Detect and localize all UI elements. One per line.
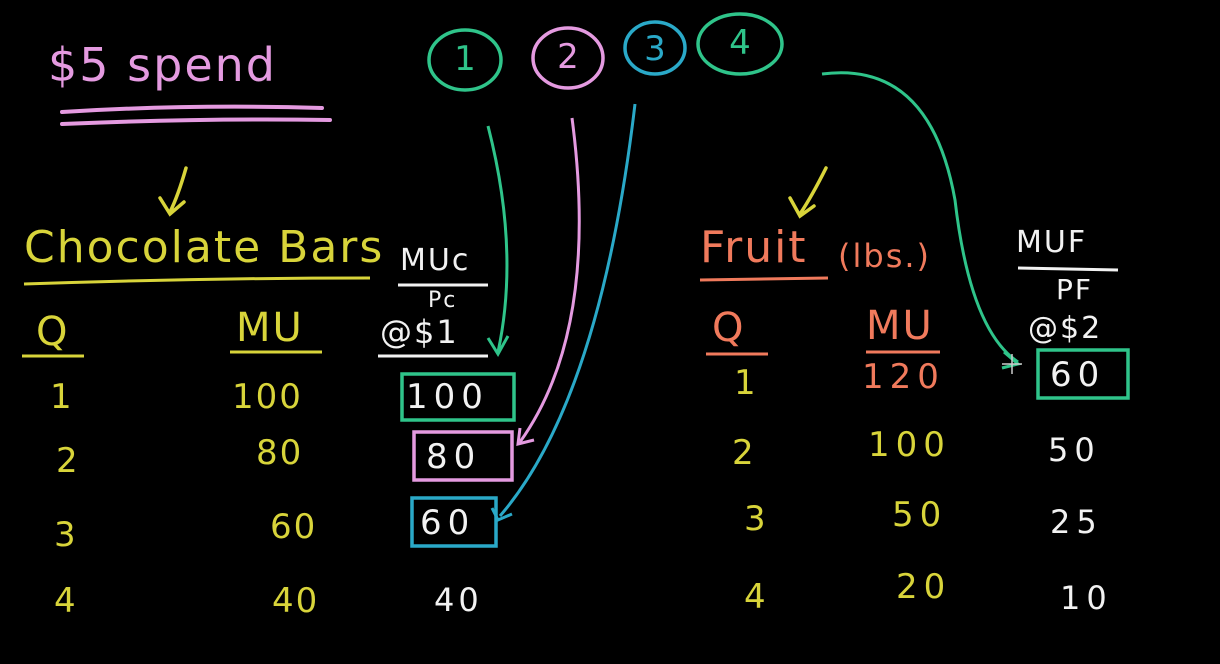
fruit-mu-3: 50 xyxy=(892,495,948,535)
chocolate-underline xyxy=(23,276,371,286)
choc-ratio-4: 40 xyxy=(434,581,483,619)
choc-q-header: Q xyxy=(36,309,70,355)
choc-mu-2: 80 xyxy=(256,433,304,473)
chocolate-heading: Chocolate Bars xyxy=(24,222,385,273)
fruit-mu-2: 100 xyxy=(868,425,951,465)
step-circle-2 xyxy=(531,26,605,90)
fruit-ratio-rule xyxy=(1017,266,1119,272)
fruit-mu-1: 120 xyxy=(862,357,945,397)
title-underline xyxy=(60,104,324,114)
fruit-q-header: Q xyxy=(712,305,746,351)
fruit-heading: Fruit xyxy=(700,222,808,273)
arrow-step-1-head xyxy=(486,335,510,357)
box-choc-80 xyxy=(412,430,514,482)
fruit-q-3: 3 xyxy=(744,499,768,539)
box-choc-100 xyxy=(400,372,516,422)
title-underline-2 xyxy=(60,117,332,126)
choc-mu-1: 100 xyxy=(232,377,303,417)
fruit-mu-header: MU xyxy=(866,303,934,349)
fruit-q-1: 1 xyxy=(734,363,758,403)
choc-q-2: 2 xyxy=(56,441,80,481)
choc-q-1: 1 xyxy=(50,377,74,417)
choc-mu-header: MU xyxy=(236,305,304,351)
choc-mu-4: 40 xyxy=(272,581,320,621)
choc-price: @$1 xyxy=(380,313,459,351)
choc-ratio-2: 80 xyxy=(426,437,482,477)
fruit-unit: (lbs.) xyxy=(838,237,932,275)
arrow-step-4 xyxy=(821,71,1019,364)
fruit-ratio-top: MUF xyxy=(1016,225,1088,260)
choc-q-4: 4 xyxy=(54,581,78,621)
arrow-step-1 xyxy=(486,125,509,353)
choc-mu-3: 60 xyxy=(270,507,318,547)
fruit-q-2: 2 xyxy=(732,433,756,473)
arrow-step-2-head xyxy=(516,427,535,446)
down-arrow-chocolate xyxy=(158,166,188,217)
arrow-step-3-head xyxy=(490,507,513,522)
choc-ratio-bottom: Pc xyxy=(428,288,458,313)
cursor-crosshair xyxy=(1002,354,1022,374)
step-label-2: 2 xyxy=(557,37,579,77)
fruit-mu-4: 20 xyxy=(896,567,952,607)
step-circle-4 xyxy=(696,12,784,76)
choc-ratio-3: 60 xyxy=(420,503,476,543)
arrow-step-3 xyxy=(498,103,637,517)
fruit-ratio-1: 60 xyxy=(1050,355,1106,395)
fruit-ratio-bottom: PF xyxy=(1056,273,1093,306)
choc-ratio-1: 100 xyxy=(406,377,489,417)
fruit-price: @$2 xyxy=(1028,311,1103,346)
fruit-ratio-3: 25 xyxy=(1050,503,1103,541)
fruit-ratio-4: 10 xyxy=(1060,579,1113,617)
choc-q-3: 3 xyxy=(54,515,78,555)
step-circle-1 xyxy=(427,28,503,92)
step-label-1: 1 xyxy=(454,39,476,79)
arrow-step-2 xyxy=(518,117,581,443)
box-choc-60 xyxy=(410,496,498,548)
step-circle-3 xyxy=(623,20,687,76)
box-fruit-60 xyxy=(1036,348,1130,400)
fruit-ratio-2: 50 xyxy=(1048,431,1101,469)
fruit-underline xyxy=(699,276,829,282)
step-label-3: 3 xyxy=(644,29,666,69)
step-label-4: 4 xyxy=(729,23,751,63)
choc-ratio-top: MUc xyxy=(400,243,471,278)
down-arrow-fruit xyxy=(788,166,828,219)
page-title: $5 spend xyxy=(48,38,277,92)
fruit-q-4: 4 xyxy=(744,577,768,617)
